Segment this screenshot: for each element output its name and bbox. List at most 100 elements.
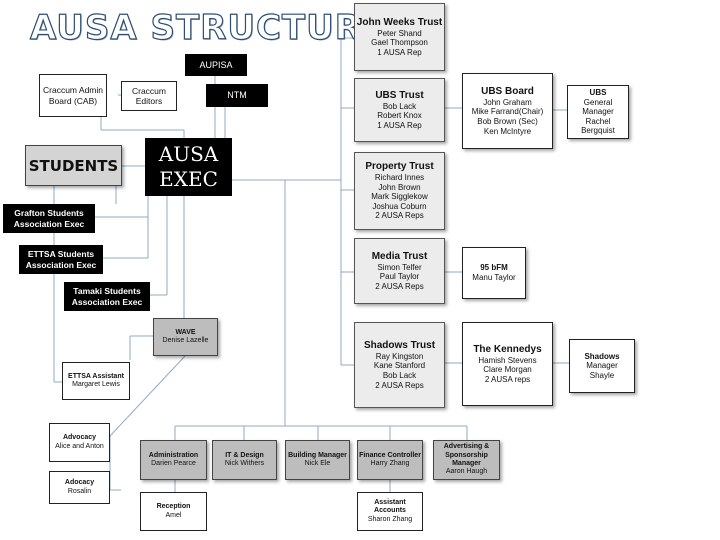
trust-member: Ray Kingston (375, 351, 424, 361)
trust-member: John Brown (378, 182, 421, 192)
craccum-admin-board-label: Craccum Admin Board (CAB) (43, 85, 103, 106)
dept-person: Aaron Haugh (445, 468, 488, 476)
reception-box: Reception Amel (140, 492, 207, 531)
adocacy-box: Adocacy Rosalin (49, 471, 110, 504)
john-weeks-trust: John Weeks Trust Peter Shand Gael Thomps… (354, 3, 445, 71)
dept-building-manager: Building Manager Nick Ele (285, 440, 350, 480)
ubs-gm-line: Bergquist (581, 126, 615, 136)
reception-person: Amel (165, 511, 182, 519)
advocacy-person: Alice and Anton (55, 442, 104, 450)
board-member: Mike Farrand(Chair) (471, 107, 544, 117)
media-trust-name: Media Trust (371, 250, 428, 262)
ettsa-assistant-person: Margaret Lewis (72, 381, 120, 388)
kennedys-name: The Kennedys (473, 343, 542, 355)
bfm-person: Manu Taylor (472, 273, 516, 282)
trust-member: 2 AUSA Reps (375, 211, 424, 221)
shadows-manager-line: Shayle (589, 370, 615, 380)
aupisa-box: AUPISA (185, 54, 247, 76)
shadows-manager-name: Shadows (584, 351, 620, 361)
dept-name: Building Manager (288, 451, 347, 459)
dept-person: Nick Withers (224, 460, 265, 467)
trust-member: Bob Lack (382, 101, 417, 111)
assistant-accounts-person: Sharon Zhang (367, 515, 413, 523)
trust-member: Joshua Coburn (372, 201, 427, 211)
dept-name: IT & Design (225, 451, 264, 459)
property-trust: Property Trust Richard Innes John Brown … (354, 152, 445, 230)
advocacy-box: Advocacy Alice and Anton (49, 423, 110, 462)
ausa-exec-label: AUSA EXEC (158, 142, 219, 191)
trust-member: 1 AUSA Rep (377, 120, 422, 130)
wave-box: WAVE Denise Lazelle (153, 318, 218, 356)
aupisa-label: AUPISA (199, 59, 233, 70)
grafton-exec-label: Grafton Students Association Exec (13, 208, 85, 229)
trust-member: Mark Sigglekow (371, 192, 428, 202)
ubs-gm-name: UBS (589, 88, 607, 98)
bfm-name: 95 bFM (480, 263, 508, 273)
ubs-board: UBS Board John Graham Mike Farrand(Chair… (462, 73, 553, 149)
trust-member: Peter Shand (377, 28, 422, 38)
media-trust: Media Trust Simon Telfer Paul Taylor 2 A… (354, 238, 445, 304)
board-member: Bob Brown (Sec) (477, 117, 538, 126)
students-label: STUDENTS (28, 156, 119, 175)
ubs-gm-line: Manager (582, 107, 614, 117)
assistant-accounts-name: Assistant Accounts (374, 498, 406, 515)
reception-name: Reception (156, 503, 191, 511)
ausa-exec-box: AUSA EXEC (145, 138, 232, 196)
adocacy-name: Adocacy (64, 479, 95, 487)
kennedys-member: 2 AUSA reps (484, 374, 531, 384)
dept-administration: Administration Darien Pearce (140, 440, 207, 480)
craccum-editors: Craccum Editors (121, 81, 177, 111)
ettsa-assistant-box: ETTSA Assistant Margaret Lewis (62, 362, 130, 400)
ubs-board-name: UBS Board (481, 85, 534, 97)
grafton-exec: Grafton Students Association Exec (3, 204, 95, 233)
kennedys-member: Hamish Stevens (478, 355, 537, 365)
assistant-accounts-box: Assistant Accounts Sharon Zhang (357, 492, 423, 531)
dept-person: Darien Pearce (151, 460, 196, 467)
board-member: Ken McIntyre (483, 126, 532, 136)
kennedys-member: Clare Morgan (483, 365, 532, 375)
john-weeks-trust-name: John Weeks Trust (356, 16, 443, 28)
tamaki-exec-label: Tamaki Students Association Exec (71, 286, 143, 307)
shadows-trust: Shadows Trust Ray Kingston Kane Stanford… (354, 322, 445, 408)
advocacy-name: Advocacy (62, 434, 97, 442)
wave-name: WAVE (175, 328, 196, 336)
ubs-trust-name: UBS Trust (375, 89, 424, 101)
trust-member: Paul Taylor (379, 272, 420, 282)
dept-person: Nick Ele (304, 460, 331, 467)
trust-member: Robert Knox (377, 111, 422, 121)
trust-member: Simon Telfer (377, 262, 422, 272)
bfm-box: 95 bFM Manu Taylor (462, 247, 526, 299)
trust-member: Richard Innes (374, 173, 425, 183)
board-member: John Graham (483, 97, 532, 107)
ntm-box: NTM (206, 84, 268, 107)
dept-person: Harry Zhang (370, 460, 410, 467)
adocacy-person: Rosalin (67, 487, 92, 495)
ubs-gm-line: Rachel (585, 116, 611, 126)
dept-name: Finance Controller (359, 451, 421, 459)
ntm-label: NTM (227, 90, 247, 101)
dept-finance-controller: Finance Controller Harry Zhang (357, 440, 423, 480)
ettsa-exec: ETTSA Students Association Exec (19, 245, 103, 274)
page-title: AUSA STRUCTURE (29, 7, 387, 48)
dept-name: Administration (148, 451, 199, 459)
ubs-general-manager: UBS General Manager Rachel Bergquist (567, 85, 629, 139)
ubs-gm-line: General (583, 97, 613, 107)
trust-member: Kane Stanford (373, 361, 426, 371)
ubs-trust: UBS Trust Bob Lack Robert Knox 1 AUSA Re… (354, 78, 445, 142)
craccum-editors-label: Craccum Editors (131, 85, 166, 106)
trust-member: 2 AUSA Reps (375, 380, 424, 390)
property-trust-name: Property Trust (365, 161, 434, 173)
ettsa-assistant-name: ETTSA Assistant (68, 372, 124, 380)
kennedys-box: The Kennedys Hamish Stevens Clare Morgan… (462, 322, 553, 406)
tamaki-exec: Tamaki Students Association Exec (64, 282, 150, 311)
dept-name: Advertising & Sponsorship Manager (443, 443, 490, 467)
wave-person: Denise Lazelle (162, 337, 209, 344)
ettsa-exec-label: ETTSA Students Association Exec (25, 249, 97, 270)
trust-member: Bob Lack (382, 371, 417, 380)
shadows-manager: Shadows Manager Shayle (569, 339, 635, 393)
shadows-manager-line: Manager (586, 361, 618, 371)
shadows-trust-name: Shadows Trust (363, 339, 436, 351)
trust-member: 2 AUSA Reps (375, 281, 424, 291)
dept-it-design: IT & Design Nick Withers (212, 440, 277, 480)
